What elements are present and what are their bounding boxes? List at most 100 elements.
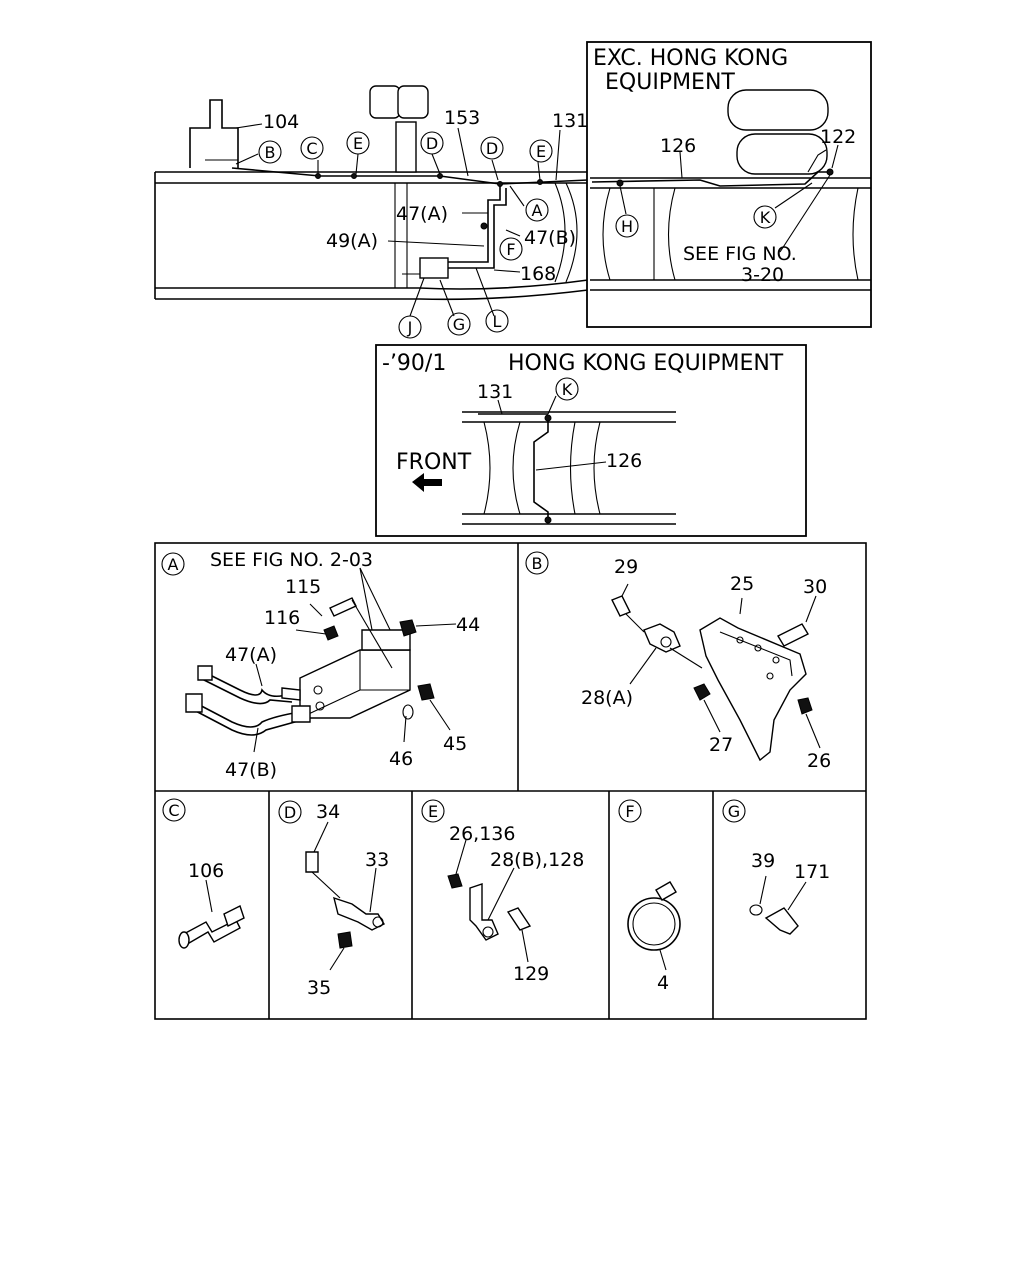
hk-title: HONG KONG EQUIPMENT [508,351,784,376]
hose-clamp-4 [627,897,681,951]
label-131: 131 [552,110,588,132]
part-27: 27 [709,734,733,756]
hong-kong-panel: -’90/1 HONG KONG EQUIPMENT 131 126 FRONT… [375,344,807,537]
callout-E: E [346,131,370,155]
svg-text:A: A [168,555,179,574]
front-label: FRONT [396,450,472,475]
detail-g-letter: G [722,799,746,823]
exc-title-line2: EQUIPMENT [605,70,735,95]
part-28a: 28(A) [581,687,633,709]
detail-g: G 39 171 [722,799,830,935]
fitting-106 [179,919,241,948]
bolt-129 [506,907,532,931]
label-126: 126 [660,135,696,157]
label-122: 122 [820,126,856,148]
washer-39 [749,904,763,916]
front-arrow-icon [412,473,442,492]
bolt-29 [611,595,631,617]
part-171: 171 [794,861,830,883]
spare-tire [727,89,829,131]
part-34: 34 [316,801,340,823]
hk-label-126: 126 [606,450,642,472]
bracket-25 [699,617,807,762]
frame-view: 104 153 131 47(A) 49(A) 47(B) 168 B C E … [154,85,589,339]
bolt-34 [305,851,319,873]
detail-e-letter: E [421,799,445,823]
cab-mount [395,121,417,173]
detail-a: A SEE FIG NO. 2-03 115 116 44 47(A) [161,549,480,781]
hose-47a [199,669,291,698]
svg-text:K: K [562,380,573,399]
svg-text:B: B [265,143,276,162]
svg-text:E: E [428,802,438,821]
detail-f-letter: F [618,799,642,823]
nut-35 [337,931,353,949]
see-fig-line2: 3-20 [741,264,784,286]
part-29: 29 [614,556,638,578]
callout-C: C [300,136,324,160]
nut-116 [323,625,339,641]
bracket-jgl [419,257,449,279]
nut-26-136 [447,873,463,889]
label-153: 153 [444,107,480,129]
detail-b-letter: B [525,551,549,575]
hose-47b [189,699,301,728]
label-47a: 47(A) [396,203,448,225]
detail-c-letter: C [162,798,186,822]
part-30: 30 [803,576,827,598]
clip-28b [469,883,499,941]
callout-L: L [485,309,509,333]
part-26-136: 26,136 [449,823,515,845]
svg-text:C: C [306,139,317,158]
detail-grid [154,542,867,1020]
svg-text:D: D [486,139,498,158]
detail-f: F 4 [618,799,681,994]
label-47b: 47(B) [524,227,576,249]
callout-G: G [447,312,471,336]
hk-label-131: 131 [477,381,513,403]
part-106: 106 [188,860,224,882]
label-104: 104 [263,111,299,133]
detail-b: B 29 25 30 28(A) 27 26 [525,551,831,772]
callout-A: A [525,198,549,222]
svg-text:K: K [760,208,771,227]
svg-text:G: G [728,802,740,821]
callout-F: F [499,237,523,261]
svg-text:J: J [407,318,413,337]
nut-44 [399,619,417,637]
nut-27 [693,683,711,701]
callout-D: D [420,131,444,155]
svg-text:F: F [625,802,634,821]
callout-K: K [753,205,777,229]
valve-171 [764,907,799,935]
part-45: 45 [443,733,467,755]
callout-B: B [258,140,282,164]
part-28b-128: 28(B),128 [490,849,584,871]
clip-33 [333,896,385,931]
svg-text:L: L [493,312,502,331]
frame-rail-bottom-inner [155,289,589,301]
brake-pipe-126 [591,171,830,187]
svg-text:B: B [532,554,543,573]
part-39: 39 [751,850,775,872]
detail-a-see: SEE FIG NO. 2-03 [210,549,373,571]
part-26: 26 [807,750,831,772]
detail-a-letter: A [161,552,185,576]
bolt-30 [777,623,809,647]
svg-text:E: E [353,134,363,153]
svg-text:E: E [536,142,546,161]
part-4: 4 [657,972,669,994]
hk-title-prefix: -’90/1 [382,351,446,376]
exc-title-line1: EXC. HONG KONG [593,46,788,71]
part-46: 46 [389,748,413,770]
svg-text:H: H [621,217,633,236]
detail-c: C 106 [162,798,245,949]
part-33: 33 [365,849,389,871]
brake-pipe-down [440,184,501,263]
part-115: 115 [285,576,321,598]
callout-D: D [480,136,504,160]
callout-J: J [398,315,422,339]
exc-hong-kong-panel: EXC. HONG KONG EQUIPMENT 126 122 SEE FIG… [586,41,872,328]
part-25: 25 [730,573,754,595]
